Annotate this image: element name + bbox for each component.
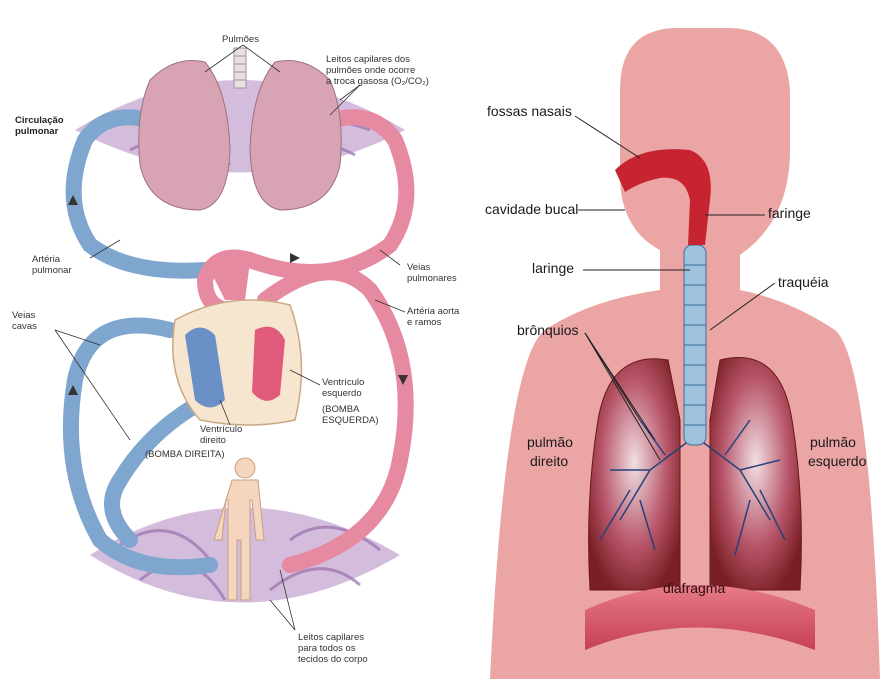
circulation-diagram: Circulação pulmonar Pulmões Leitos capil… <box>12 34 460 665</box>
label-right-lung-1: pulmão <box>527 434 573 450</box>
label-aorta-1: Artéria aorta <box>407 306 460 317</box>
label-left-lung-2: esquerdo <box>808 453 867 469</box>
label-pulmonary-veins-2: pulmonares <box>407 273 457 284</box>
label-left-lung-1: pulmão <box>810 434 856 450</box>
label-right-ventricle-3: (BOMBA DIREITA) <box>145 449 225 460</box>
lung-capillary-bed <box>75 80 405 185</box>
label-vena-cava-2: cavas <box>12 321 37 332</box>
label-larynx: laringe <box>532 260 574 276</box>
label-pulmonary-artery-1: Artéria <box>32 254 61 265</box>
label-right-ventricle-1: Ventrículo <box>200 424 242 435</box>
label-vena-cava-1: Veias <box>12 310 35 321</box>
label-right-ventricle-2: direito <box>200 435 226 446</box>
label-body-capillaries-2: para todos os <box>298 643 356 654</box>
label-right-lung-2: direito <box>530 453 568 469</box>
label-nasal-cavity: fossas nasais <box>487 103 572 119</box>
label-trachea: traquéia <box>778 274 829 290</box>
label-left-ventricle-1: Ventrículo <box>322 377 364 388</box>
respiratory-diagram: fossas nasais cavidade bucal faringe lar… <box>485 28 880 679</box>
circulation-title-line1: Circulação <box>15 115 64 126</box>
label-aorta-2: e ramos <box>407 317 442 328</box>
label-left-ventricle-4: ESQUERDA) <box>322 415 378 426</box>
label-pulmonary-veins-1: Veias <box>407 262 430 273</box>
label-oral-cavity: cavidade bucal <box>485 201 578 217</box>
label-left-ventricle-2: esquerdo <box>322 388 362 399</box>
circulation-title-line2: pulmonar <box>15 126 59 137</box>
label-body-capillaries-1: Leitos capilares <box>298 632 364 643</box>
label-left-ventricle-3: (BOMBA <box>322 404 360 415</box>
arrow-left-icon <box>290 253 300 263</box>
label-pharynx: faringe <box>768 205 811 221</box>
label-body-capillaries-3: tecidos do corpo <box>298 654 368 665</box>
label-diaphragm: diafragma <box>663 580 725 596</box>
label-lungs: Pulmões <box>222 34 259 45</box>
label-pulmonary-artery-2: pulmonar <box>32 265 72 276</box>
label-lung-capillaries-1: Leitos capilares dos <box>326 54 410 65</box>
label-lung-capillaries-2: pulmões onde ocorre <box>326 65 415 76</box>
label-bronchi: brônquios <box>517 322 579 338</box>
label-lung-capillaries-3: a troca gasosa (O₂/CO₂) <box>326 76 429 87</box>
